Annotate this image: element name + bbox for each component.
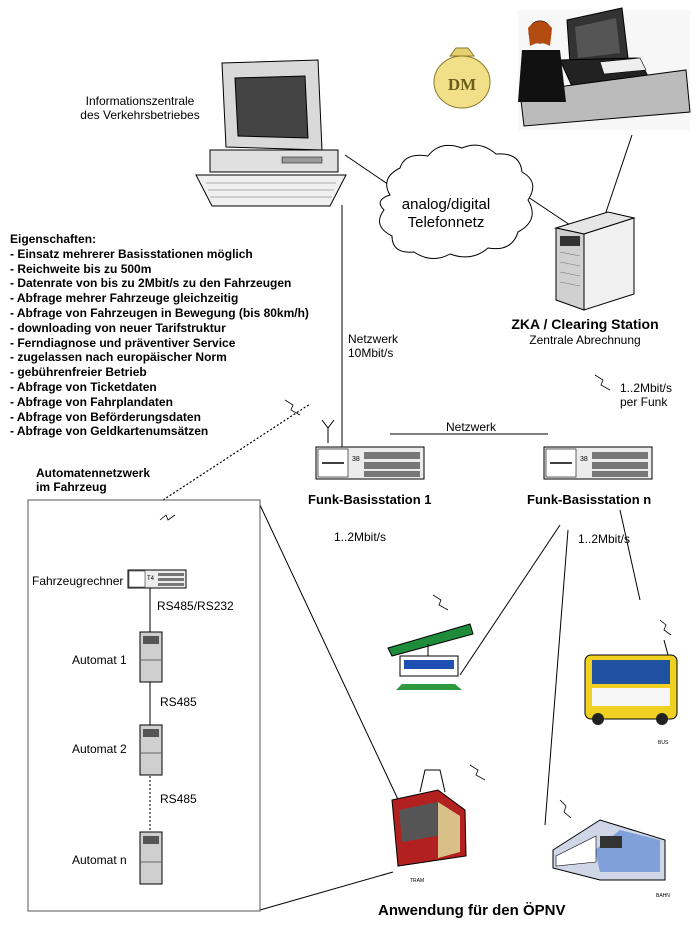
feature-item: - gebührenfreier Betrieb — [10, 365, 147, 380]
feature-item: - Abfrage von Ticketdaten — [10, 379, 157, 394]
vehicle-computer-device: T4 — [127, 569, 187, 589]
features-title: Eigenschaften: — [10, 232, 97, 246]
basen-title: Funk-Basisstation n — [527, 492, 652, 507]
money-bag-label: DM — [448, 75, 476, 94]
cloud-line1: analog/digital — [401, 196, 491, 213]
feature-item: - Abfrage von Fahrzeugen in Bewegung (bi… — [10, 305, 309, 320]
network-link-line2: 10Mbit/s — [348, 346, 394, 360]
link-label-rs485-rs232: RS485/RS232 — [157, 599, 234, 613]
funk-link-line2: per Funk — [620, 395, 668, 409]
info-center-label: Informationszentrale des Verkehrsbetrieb… — [70, 94, 210, 122]
funk-link-label: 1..2Mbit/s per Funk — [620, 381, 672, 409]
device-label: T4 — [147, 576, 155, 582]
antenna-icon — [321, 419, 335, 429]
basen-rate: 1..2Mbit/s — [578, 532, 631, 546]
radio-zigzag — [159, 514, 176, 521]
cloud-label: analog/digital Telefonnetz — [384, 196, 508, 232]
automat-2-device — [139, 724, 163, 776]
funk-link-line1: 1..2Mbit/s — [620, 381, 673, 395]
bus-icon: BUS — [584, 639, 678, 746]
train-label: BAHN — [656, 893, 670, 899]
train-icon: BAHN — [552, 819, 670, 899]
radio-zigzag — [559, 799, 572, 819]
tram-label: TRAM — [410, 878, 424, 884]
automat-label: Automat 2 — [72, 742, 127, 756]
device-label: 38 — [580, 456, 588, 463]
radio-zigzag — [432, 594, 449, 611]
feature-item: - Abfrage mehrer Fahrzeuge gleichzeitig — [10, 291, 239, 306]
radio-zigzag — [594, 374, 611, 391]
link-label-rs485: RS485 — [160, 792, 197, 806]
vehicle-computer-label: Fahrzeugrechner — [32, 574, 124, 588]
network-link-label: Netzwerk 10Mbit/s — [348, 332, 398, 360]
base-station-device-1: 38 — [315, 446, 425, 480]
link-label-rs485: RS485 — [160, 695, 197, 709]
monorail-icon — [387, 623, 474, 690]
bus-label: BUS — [658, 740, 669, 746]
automat-1-device — [139, 631, 163, 683]
base1-title: Funk-Basisstation 1 — [308, 492, 432, 507]
dotted-link-vehicle — [162, 403, 311, 501]
vehicle-net-line2: im Fahrzeug — [36, 480, 107, 494]
info-center-line2: des Verkehrsbetriebes — [80, 108, 200, 122]
server-tower-icon — [554, 211, 636, 311]
info-center-line1: Informationszentrale — [85, 94, 195, 108]
vehicle-net-label: Automatennetzwerk im Fahrzeug — [36, 466, 150, 494]
feature-item: - downloading von neuer Tarifstruktur — [10, 320, 226, 335]
cloud-line2: Telefonnetz — [407, 214, 485, 231]
feature-item: - Abfrage von Beförderungsdaten — [10, 409, 201, 424]
computer-icon — [195, 59, 347, 207]
base-station-device-n: 38 — [543, 446, 653, 480]
radio-zigzag — [469, 764, 486, 781]
tram-icon: TRAM — [391, 769, 467, 884]
office-worker-icon — [518, 7, 691, 130]
cloud-shape — [379, 144, 534, 259]
link-zka-to-office — [604, 134, 633, 216]
zoom-line-bottom — [259, 871, 394, 911]
vehicle-frame — [27, 499, 261, 912]
zka-label: ZKA / Clearing Station Zentrale Abrechnu… — [480, 316, 690, 347]
network-link-line1: Netzwerk — [348, 332, 399, 346]
features-list: Eigenschaften: - Einsatz mehrerer Basiss… — [10, 232, 309, 439]
link-info-to-cloud — [344, 154, 393, 188]
feature-item: - Abfrage von Geldkartenumsätzen — [10, 424, 209, 439]
device-label: 38 — [352, 456, 360, 463]
zoom-line-top — [259, 504, 418, 841]
radio-zigzag — [284, 399, 301, 416]
feature-item: - Reichweite bis zu 500m — [10, 261, 152, 276]
automat-n-device — [139, 831, 163, 885]
feature-item: - Ferndiagnose und präventiver Service — [10, 335, 236, 350]
automat-label: Automat n — [72, 853, 127, 867]
radio-zigzag — [659, 619, 672, 636]
automat-label: Automat 1 — [72, 653, 127, 667]
bottom-title: Anwendung für den ÖPNV — [378, 902, 566, 919]
base1-rate: 1..2Mbit/s — [334, 530, 387, 544]
radio-line-tram — [459, 524, 561, 676]
zka-title: ZKA / Clearing Station — [511, 316, 659, 332]
zka-subtitle: Zentrale Abrechnung — [529, 333, 641, 347]
radio-line-bus — [619, 509, 641, 601]
money-bag-icon: DM — [433, 47, 491, 109]
feature-item: - zugelassen nach europäischer Norm — [10, 350, 227, 365]
network-between-label: Netzwerk — [446, 420, 497, 434]
feature-item: - Datenrate von bis zu 2Mbit/s zu den Fa… — [10, 276, 292, 291]
vehicle-net-line1: Automatennetzwerk — [36, 466, 151, 480]
feature-item: - Einsatz mehrerer Basisstationen möglic… — [10, 246, 253, 261]
radio-line-train — [544, 529, 569, 826]
feature-item: - Abfrage von Fahrplandaten — [10, 394, 173, 409]
